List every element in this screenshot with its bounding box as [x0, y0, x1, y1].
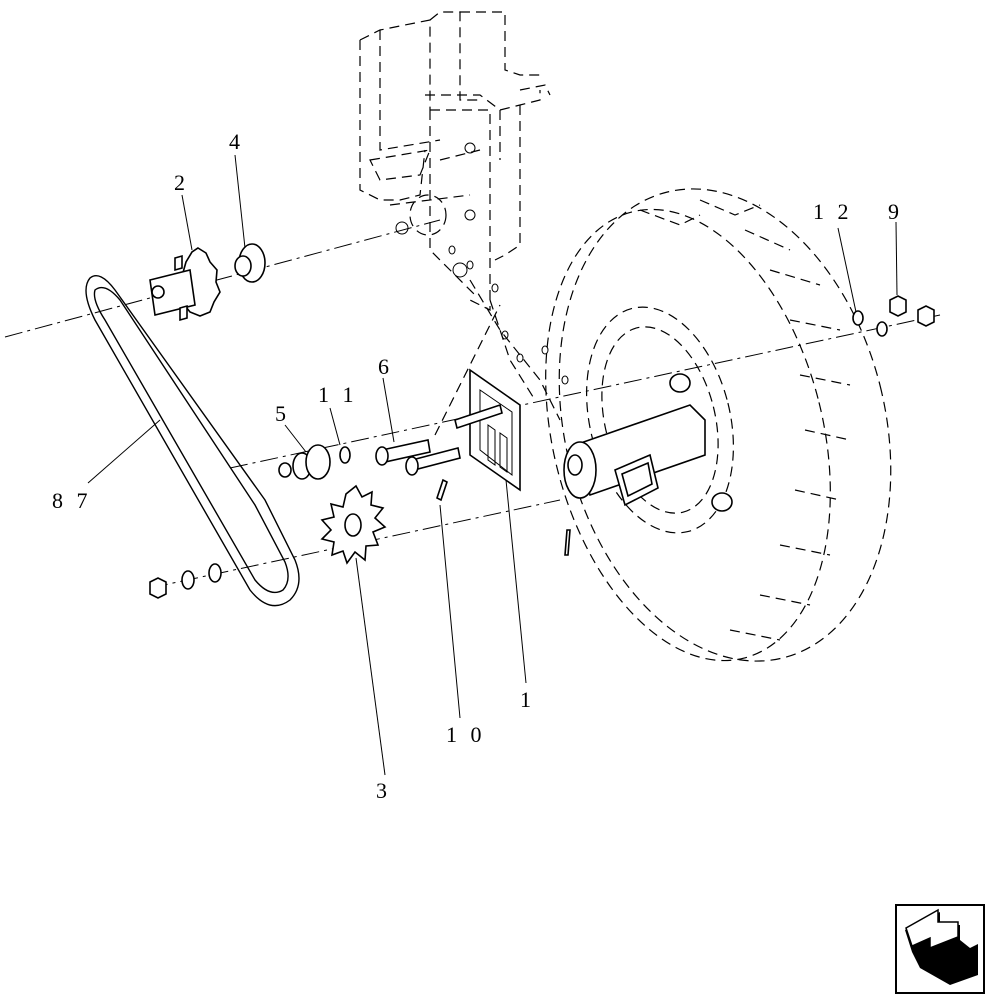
- mounting-plate: [454, 368, 521, 492]
- return-arrow-icon[interactable]: [895, 904, 985, 994]
- callout-11: 1 1: [318, 382, 358, 407]
- callout-5: 5: [275, 401, 290, 426]
- callout-2: 2: [174, 170, 189, 195]
- callout-labels: 1 2 3 4 5 6 8 7 9 1 0 1 1 1 2: [52, 129, 903, 803]
- hardware-lower-left: [149, 563, 222, 599]
- wheel-hub: [563, 404, 706, 507]
- leader-lines: [87, 154, 898, 776]
- mounting-bracket: [359, 11, 569, 421]
- callout-8-7: 8 7: [52, 488, 92, 513]
- callout-1: 1: [520, 687, 535, 712]
- lower-sprocket: [320, 484, 387, 565]
- callout-3: 3: [376, 778, 391, 803]
- callout-10: 1 0: [446, 722, 486, 747]
- callout-12: 1 2: [813, 199, 853, 224]
- callout-6: 6: [378, 354, 393, 379]
- roll-pin: [436, 478, 571, 556]
- upper-sprocket: [149, 247, 221, 322]
- bolts: [375, 439, 461, 476]
- callout-4: 4: [229, 129, 244, 154]
- hardware-upper-right: [852, 295, 935, 337]
- wheel-tire: [545, 188, 892, 662]
- callout-9: 9: [888, 199, 903, 224]
- idler-pulley: [278, 444, 351, 480]
- bearing: [234, 243, 266, 283]
- drive-chain: [85, 275, 300, 607]
